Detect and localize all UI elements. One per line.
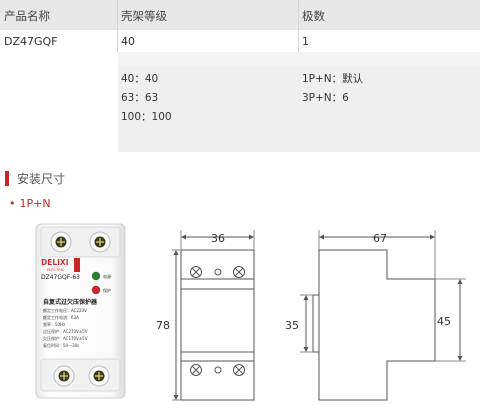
protect-led-icon: [91, 285, 101, 295]
header-poles: 极数: [302, 9, 325, 23]
spec-line: 复位时间：50～30s: [43, 342, 79, 348]
power-led-icon: [91, 271, 101, 281]
side-inner-label: 35: [285, 319, 299, 332]
cell-product-name: DZ47GQF: [4, 35, 58, 48]
breaker-body: [35, 223, 126, 399]
front-width-label: 36: [211, 232, 225, 245]
brand-sub: ELECTRIC: [47, 268, 65, 272]
column-divider: [298, 0, 299, 52]
front-height-label: 78: [156, 319, 170, 332]
header-product-name: 产品名称: [4, 9, 50, 23]
frame-option: 100：100: [121, 111, 172, 123]
pole-option: 1P+N：默认: [302, 73, 364, 85]
model-label: DZ47GQF-63: [41, 274, 80, 281]
product-name-label: 自复式过欠压保护器: [43, 298, 98, 306]
section-accent-bar: [5, 170, 9, 186]
table-row: [0, 30, 480, 52]
pole-options-list: 1P+N：默认 3P+N：6: [302, 70, 363, 108]
spec-table: 产品名称 壳架等级 极数 DZ47GQF 40 1 40：40 63：63 10…: [0, 0, 480, 155]
front-view-drawing: 36 78: [156, 230, 255, 401]
spec-line: 过压保护：AC270V±5V: [43, 328, 88, 334]
breaker-illustration: DELIXI ELECTRIC DZ47GQF-63 电源 保护 自复式过欠压保…: [35, 223, 126, 399]
cell-frame-grade: 40: [121, 35, 135, 48]
frame-option: 40：40: [121, 73, 159, 85]
variant-label: •1P+N: [9, 197, 51, 210]
variant-text: 1P+N: [19, 197, 51, 210]
frame-option: 63：63: [121, 92, 159, 104]
section-title: 安装尺寸: [17, 171, 66, 186]
section-heading: 安装尺寸: [5, 170, 65, 186]
cell-poles: 1: [302, 35, 309, 48]
brand-logo: DELIXI: [41, 258, 69, 267]
table-spacer: [118, 52, 480, 66]
spec-line: 欠压保护：AC170V±5V: [43, 335, 88, 341]
breaker-handle: [74, 258, 80, 272]
column-divider: [117, 0, 118, 52]
bullet-icon: •: [9, 197, 16, 210]
protect-led-label: 保护: [103, 287, 111, 293]
side-outline: [318, 249, 436, 401]
terminal-icon: [214, 268, 222, 276]
table-options-row: [118, 66, 480, 152]
spec-line: 频率：50Hz: [43, 321, 65, 327]
front-outline: [180, 249, 255, 401]
table-header-row: [0, 0, 480, 30]
spec-line: 额定工作电流：63A: [43, 314, 79, 320]
spec-line: 额定工作电压：AC220V: [43, 307, 87, 313]
side-depth-label: 67: [373, 232, 387, 245]
side-height-label: 45: [437, 315, 451, 328]
header-frame-grade: 壳架等级: [121, 9, 167, 23]
pole-option: 3P+N：6: [302, 92, 349, 104]
frame-options-list: 40：40 63：63 100：100: [121, 70, 172, 127]
terminal-icon: [214, 366, 222, 374]
product-photo: DELIXI ELECTRIC DZ47GQF-63 电源 保护 自复式过欠压保…: [33, 222, 128, 400]
side-view-drawing: 67 35 45: [285, 230, 466, 401]
power-led-label: 电源: [103, 273, 111, 279]
